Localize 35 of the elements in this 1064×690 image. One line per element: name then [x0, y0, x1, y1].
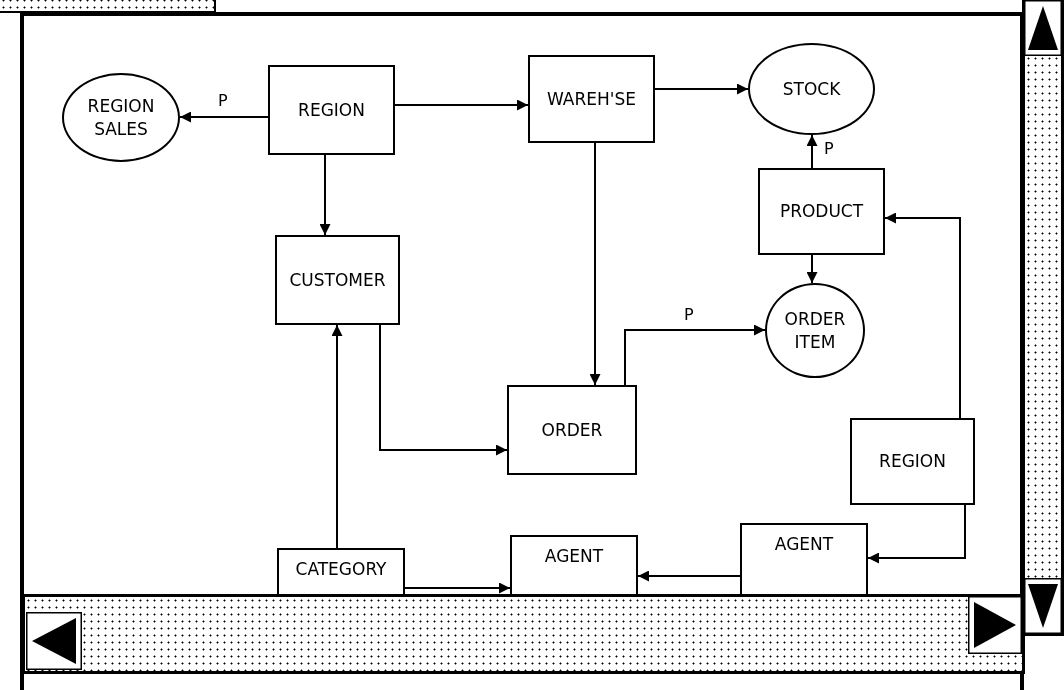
node-label: CATEGORY: [295, 558, 387, 581]
entity-box: [510, 535, 638, 596]
entity-box: [850, 418, 975, 505]
arrow: [884, 212, 961, 419]
entity-box: [740, 523, 868, 596]
arrow: [806, 134, 818, 169]
arrow: [394, 99, 529, 111]
arrow: [654, 83, 749, 95]
entity-box: [507, 385, 637, 475]
node-label: ORDER ITEM: [783, 307, 847, 354]
node-label: WAREH'SE: [546, 87, 637, 111]
arrow: [624, 324, 766, 386]
arrow: [404, 582, 511, 594]
arrow: [379, 324, 508, 456]
arrow: [331, 324, 343, 549]
node-label: REGION: [298, 98, 365, 122]
node-label: STOCK: [782, 77, 841, 101]
entity-box: [275, 235, 400, 325]
entity-box: [528, 55, 655, 143]
entity-box: [277, 548, 405, 596]
arrow: [806, 254, 818, 285]
node-label: REGION SALES: [86, 94, 156, 141]
arrow: [867, 504, 966, 564]
entity-box: [268, 65, 395, 155]
entity-box: [758, 168, 885, 255]
arrow: [637, 570, 741, 582]
node-label: CUSTOMER: [289, 268, 386, 292]
node-label: AGENT: [774, 533, 834, 556]
arrow: [319, 154, 331, 236]
node-label: ORDER: [541, 418, 603, 442]
node-label: AGENT: [544, 545, 604, 568]
node-label: PRODUCT: [779, 200, 864, 223]
arrow: [179, 111, 269, 123]
node-label: REGION: [879, 450, 946, 473]
arrow: [589, 142, 601, 386]
